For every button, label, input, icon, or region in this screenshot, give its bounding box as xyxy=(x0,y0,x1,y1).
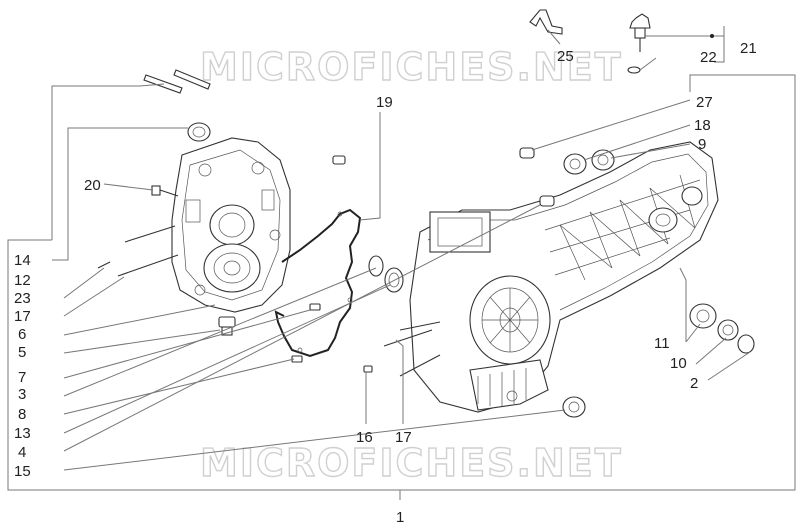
label-17-right: 17 xyxy=(395,429,412,446)
left-crankcase-half xyxy=(171,137,291,313)
long-studs-left xyxy=(97,225,179,277)
label-27: 27 xyxy=(696,94,713,111)
label-6: 6 xyxy=(18,326,26,343)
long-studs-right xyxy=(363,321,441,377)
label-25: 25 xyxy=(557,48,574,65)
label-23: 23 xyxy=(14,290,31,307)
bearing-11 xyxy=(689,303,717,329)
bracket-25 xyxy=(529,9,563,35)
label-10: 10 xyxy=(670,355,687,372)
bearing-18 xyxy=(563,153,587,175)
dowel-27 xyxy=(519,147,535,159)
right-crankcase-half xyxy=(409,141,719,413)
label-3: 3 xyxy=(18,386,26,403)
label-21: 21 xyxy=(740,40,757,57)
seal-10 xyxy=(717,319,739,341)
watermark-bottom: MICROFICHES.NET xyxy=(200,441,623,485)
bearing-15 xyxy=(562,396,586,418)
label-19: 19 xyxy=(376,94,393,111)
assembly-bracket xyxy=(7,74,796,500)
dowel-pin-top xyxy=(332,155,346,165)
label-4: 4 xyxy=(18,444,26,461)
label-22: 22 xyxy=(700,49,717,66)
label-15: 15 xyxy=(14,463,31,480)
watermark-top: MICROFICHES.NET xyxy=(200,45,623,89)
crankcase-gasket xyxy=(274,208,362,358)
bolt-20 xyxy=(151,185,179,197)
label-7: 7 xyxy=(18,369,26,386)
label-12: 12 xyxy=(14,272,31,289)
bearing-9 xyxy=(591,149,615,171)
label-18: 18 xyxy=(694,117,711,134)
label-14: 14 xyxy=(14,252,31,269)
breather-plug xyxy=(627,13,651,74)
oil-seal-left xyxy=(187,122,211,142)
label-13: 13 xyxy=(14,425,31,442)
label-20: 20 xyxy=(84,177,101,194)
label-1: 1 xyxy=(396,509,404,526)
label-5: 5 xyxy=(18,344,26,361)
circlip-2 xyxy=(737,334,755,354)
label-9: 9 xyxy=(698,136,706,153)
dowel-pin-7 xyxy=(309,303,321,311)
drain-plug xyxy=(218,316,236,336)
callout-labels: 1 2 3 4 5 6 7 8 9 10 11 12 13 14 15 16 1… xyxy=(14,40,757,526)
label-16: 16 xyxy=(356,429,373,446)
label-8: 8 xyxy=(18,406,26,423)
leader-lines xyxy=(52,26,751,471)
label-11: 11 xyxy=(654,335,670,352)
seal-13 xyxy=(368,255,384,277)
dowel-near-case xyxy=(539,195,555,207)
label-17-left: 17 xyxy=(14,308,31,325)
label-2: 2 xyxy=(690,375,698,392)
